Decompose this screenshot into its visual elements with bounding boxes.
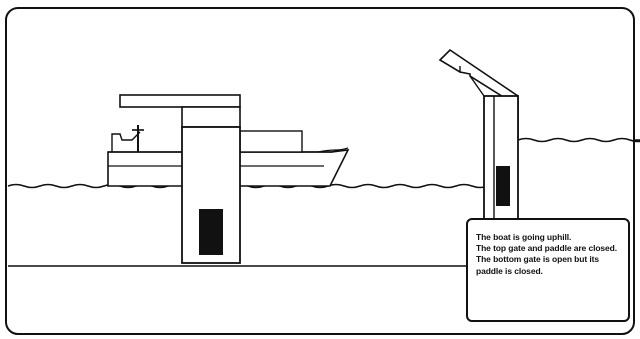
- boat-cabin-rear: [111, 131, 141, 152]
- bottom-gate-beam: [119, 94, 241, 108]
- top-gate: [438, 48, 519, 221]
- lower-water-line: [7, 183, 505, 189]
- top-gate-paddle: [496, 166, 510, 206]
- bottom-gate: [119, 94, 241, 264]
- bottom-gate-paddle: [199, 209, 223, 255]
- boat-cabin: [239, 130, 303, 153]
- caption-text: The boat is going uphill. The top gate a…: [476, 232, 618, 276]
- bottom-gate-top: [181, 106, 241, 128]
- caption-box: The boat is going uphill. The top gate a…: [466, 218, 630, 322]
- upper-water-line: [517, 137, 640, 143]
- top-gate-post: [469, 75, 485, 97]
- boat-bow: [317, 147, 349, 153]
- top-gate-beam-end: [439, 59, 461, 74]
